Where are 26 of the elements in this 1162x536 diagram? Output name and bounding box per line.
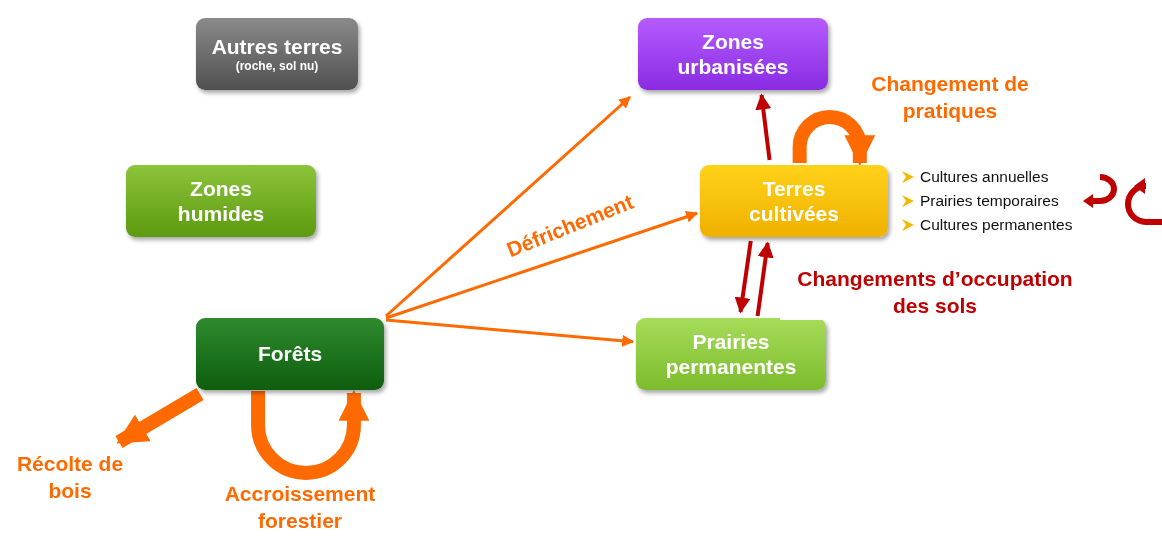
box-title: Zones humides (176, 175, 266, 227)
box-title: Prairies permanentes (665, 328, 797, 380)
list-item: Cultures permanentes (920, 215, 1073, 235)
land-category-box (196, 318, 384, 390)
land-category-box (638, 18, 828, 90)
list-item: Cultures annuelles (920, 167, 1049, 187)
land-category-box (196, 18, 358, 90)
arrow (734, 240, 753, 314)
outcome-label: Récolte de bois (0, 450, 140, 510)
box-subtitle: (roche, sol nu) (235, 59, 319, 74)
arrow (755, 241, 774, 317)
box-title: Forêts (257, 341, 323, 367)
arrow (385, 318, 635, 347)
list-item: Prairies temporaires (920, 191, 1059, 211)
box-title: Zones urbanisées (676, 28, 790, 80)
land-category-box (126, 165, 316, 237)
arrow (385, 95, 631, 318)
arrow (755, 93, 772, 161)
arrow (251, 389, 370, 480)
arrow (115, 387, 204, 449)
land-category-box (700, 165, 888, 237)
land-category-box (636, 318, 826, 390)
arrow (385, 211, 699, 320)
arrow (792, 110, 876, 167)
box-title: Terres cultivées (748, 175, 840, 227)
box-title: Autres terres (211, 34, 343, 60)
